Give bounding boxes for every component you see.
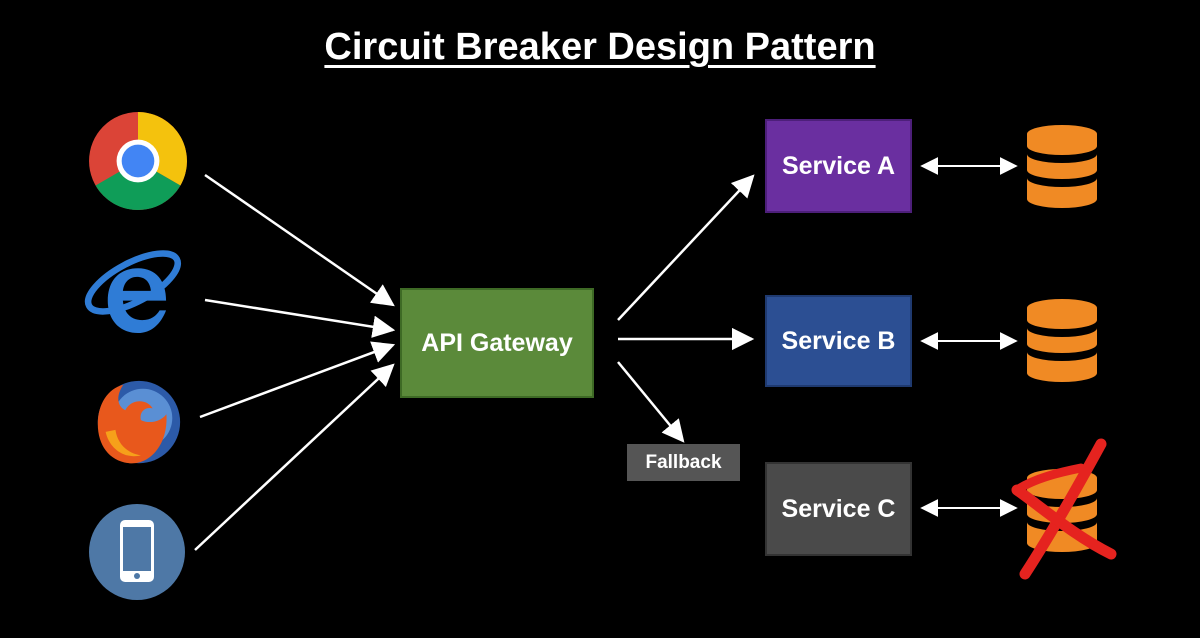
api-gateway-box: API Gateway	[400, 288, 594, 398]
database-icon-service-a	[1027, 125, 1097, 208]
fallback-box: Fallback	[627, 444, 740, 481]
service-b-box: Service B	[765, 295, 912, 387]
service-c-box: Service C	[765, 462, 912, 556]
arrow-gateway-to-service-a	[617, 174, 755, 321]
arrow-phone-to-gateway	[194, 363, 395, 551]
service-c-label: Service C	[781, 494, 896, 523]
arrow-chrome-to-gateway	[204, 173, 395, 307]
arrow-gateway-to-fallback	[617, 361, 685, 443]
service-b-label: Service B	[781, 326, 896, 355]
service-a-label: Service A	[781, 151, 896, 180]
arrow-firefox-to-gateway	[199, 341, 396, 419]
internet-explorer-icon	[84, 250, 181, 334]
failure-cross-icon	[1011, 438, 1117, 580]
diagram-title-text: Circuit Breaker Design Pattern	[324, 26, 876, 68]
chrome-browser-icon	[89, 112, 187, 211]
arrow-ie-to-gateway	[204, 298, 396, 338]
database-icon-service-b	[1027, 299, 1097, 382]
service-a-box: Service A	[765, 119, 912, 213]
api-gateway-label: API Gateway	[421, 328, 573, 357]
firefox-browser-icon	[97, 380, 181, 464]
diagram-title: Circuit Breaker Design Pattern	[0, 26, 1200, 69]
mobile-phone-icon	[89, 504, 185, 600]
fallback-label: Fallback	[645, 451, 722, 473]
